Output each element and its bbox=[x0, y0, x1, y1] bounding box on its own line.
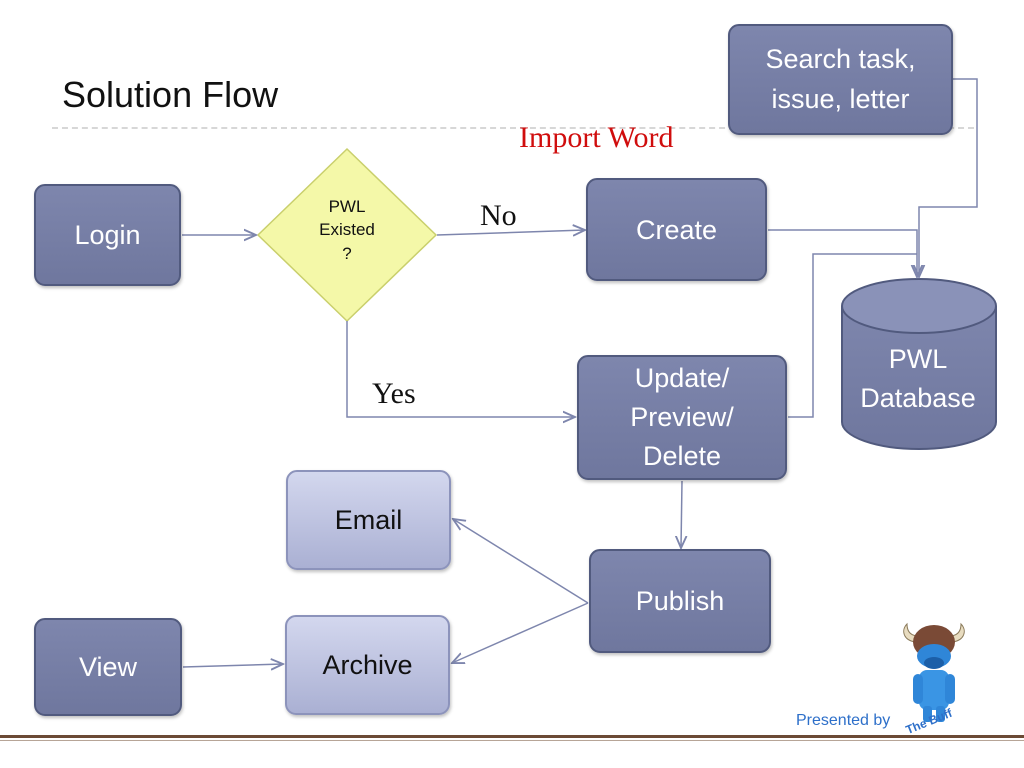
buff-mascot-logo bbox=[903, 622, 965, 722]
archive-box: Archive bbox=[285, 615, 450, 715]
slide-title: Solution Flow bbox=[62, 74, 279, 115]
arrow-decision-to-create bbox=[436, 230, 585, 235]
import-word-label: Import Word bbox=[519, 121, 674, 154]
arrow-publish-to-email bbox=[453, 519, 589, 604]
publish-box: Publish bbox=[589, 549, 771, 653]
title-divider bbox=[52, 127, 974, 129]
connector-update-to-database bbox=[788, 253, 917, 418]
decision-label: PWL Existed ? bbox=[319, 197, 375, 263]
no-label: No bbox=[480, 199, 517, 232]
footer-line-accent bbox=[0, 740, 1024, 741]
search-box: Search task, issue, letter bbox=[728, 24, 953, 135]
update-preview-delete-box: Update/ Preview/ Delete bbox=[577, 355, 787, 480]
login-box: Login bbox=[34, 184, 181, 286]
arrow-view-to-archive bbox=[182, 664, 283, 667]
presented-by-label: Presented by bbox=[796, 712, 891, 729]
view-box: View bbox=[34, 618, 182, 716]
create-box: Create bbox=[586, 178, 767, 281]
footer-line bbox=[0, 735, 1024, 738]
database-label: PWL Database bbox=[860, 344, 976, 414]
arrow-update-to-publish bbox=[681, 480, 682, 548]
arrow-search-to-database bbox=[919, 78, 978, 277]
database-cylinder bbox=[841, 278, 997, 450]
arrow-publish-to-archive bbox=[452, 602, 589, 663]
arrow-decision-to-update bbox=[346, 321, 575, 417]
yes-label: Yes bbox=[372, 377, 416, 410]
arrow-create-to-database bbox=[768, 229, 917, 277]
email-box: Email bbox=[286, 470, 451, 570]
